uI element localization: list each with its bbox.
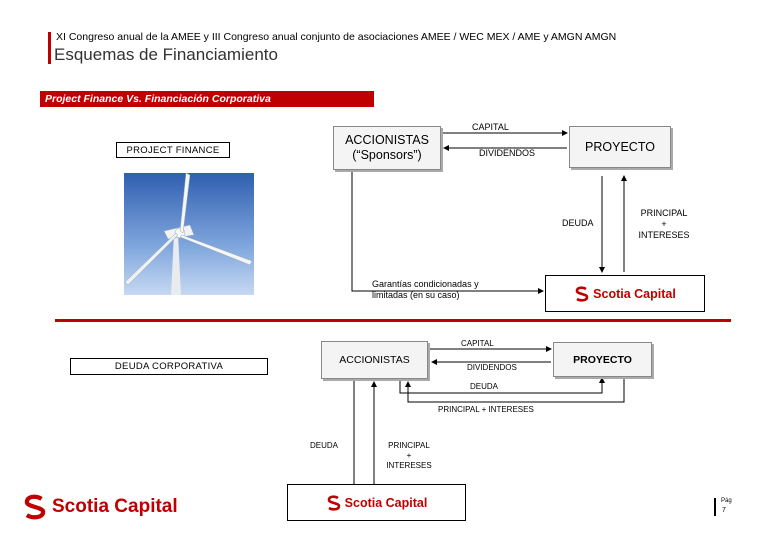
dc-proyecto-label: PROYECTO	[573, 353, 632, 366]
section-banner: Project Finance Vs. Financiación Corpora…	[40, 91, 374, 107]
dc-deuda-left-label: DEUDA	[310, 441, 339, 450]
dc-principal-line2: +	[406, 451, 412, 460]
pf-garantias-arrow	[351, 172, 544, 294]
dc-dividendos-label: DIVIDENDOS	[467, 363, 517, 372]
dc-accionistas-label: ACCIONISTAS	[339, 354, 410, 366]
pf-accionistas-label: ACCIONISTAS	[345, 133, 429, 147]
wind-turbine-image	[124, 173, 254, 295]
project-finance-label-box: PROJECT FINANCE	[116, 142, 230, 158]
conference-title: XI Congreso anual de la AMEE y III Congr…	[56, 31, 617, 43]
dc-principal-label: PRINCIPAL + INTERESES	[382, 441, 436, 471]
dc-principal-intereses-label: PRINCIPAL + INTERESES	[438, 405, 534, 414]
pf-principal-line1: PRINCIPAL	[640, 208, 688, 218]
dc-principal-line3: INTERESES	[386, 461, 432, 470]
page-title: Esquemas de Financiamiento	[54, 45, 278, 64]
page-number: 7	[722, 507, 726, 514]
pf-garantias-label: Garantías condicionadas y limitadas (en …	[372, 279, 479, 301]
pf-lender-logo-text: Scotia Capital	[593, 286, 676, 301]
scotia-s-icon	[327, 494, 340, 511]
deuda-corporativa-label: DEUDA CORPORATIVA	[114, 361, 224, 372]
pf-principal-line2: +	[661, 219, 667, 229]
dc-lender-logo: Scotia Capital	[326, 494, 428, 511]
footer-logo: Scotia Capital	[22, 494, 178, 520]
project-finance-label: PROJECT FINANCE	[126, 144, 220, 156]
scotia-s-icon	[24, 494, 46, 520]
pf-accionistas-box: ACCIONISTAS (“Sponsors”)	[333, 126, 441, 170]
page-number-bar	[714, 498, 716, 516]
dc-capital-label: CAPITAL	[461, 339, 494, 348]
header-accent-bar	[48, 32, 51, 64]
pf-proyecto-label: PROYECTO	[585, 140, 655, 154]
deuda-corporativa-label-box: DEUDA CORPORATIVA	[70, 358, 268, 375]
dc-principal-line1: PRINCIPAL	[388, 441, 430, 450]
pf-lender-box: Scotia Capital	[545, 275, 705, 312]
dc-lender-logo-text: Scotia Capital	[344, 495, 428, 510]
pf-principal-label: PRINCIPAL + INTERESES	[634, 208, 694, 241]
footer-logo-text: Scotia Capital	[52, 496, 178, 517]
scotia-s-icon	[575, 285, 589, 302]
dc-accionistas-box: ACCIONISTAS	[321, 341, 428, 379]
pf-deuda-label: DEUDA	[562, 218, 594, 228]
pf-lender-logo: Scotia Capital	[574, 285, 676, 302]
dc-deuda-top-label: DEUDA	[470, 382, 499, 391]
pf-proyecto-box: PROYECTO	[569, 126, 671, 168]
dc-principal-arrow	[405, 378, 625, 403]
dc-proyecto-box: PROYECTO	[553, 342, 652, 377]
pf-garantias-line1: Garantías condicionadas y	[372, 279, 479, 289]
pf-principal-line3: INTERESES	[638, 230, 690, 240]
pf-capital-label: CAPITAL	[472, 122, 509, 132]
pf-dividendos-label: DIVIDENDOS	[479, 148, 536, 158]
section-divider	[55, 319, 731, 322]
dc-deuda-arrow	[399, 377, 605, 394]
page-label: Pág	[721, 498, 732, 504]
pf-garantias-line2: limitadas (en su caso)	[372, 290, 460, 300]
dc-lender-box: Scotia Capital	[287, 484, 466, 521]
pf-sponsors-label: (“Sponsors”)	[352, 148, 422, 162]
